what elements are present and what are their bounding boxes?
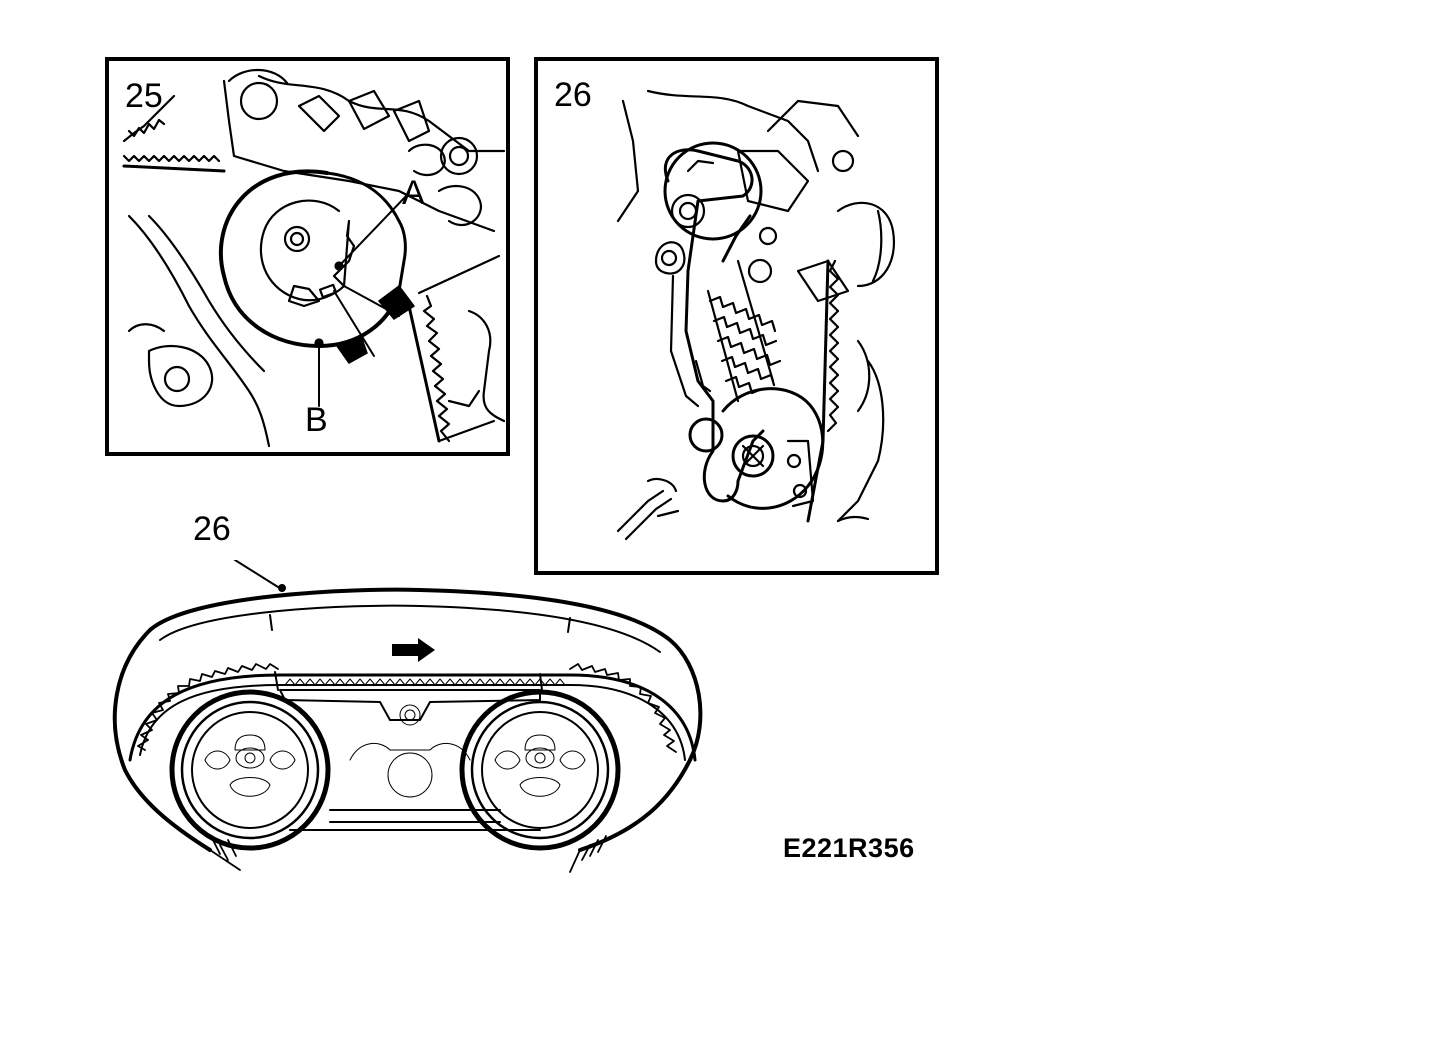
- figure-25-tensioner-detail: 25 A B: [105, 57, 510, 456]
- figure-number-26-bottom: 26: [193, 510, 231, 548]
- figure-26-tensioner-tool: 26: [534, 57, 939, 575]
- tool-illustration: [616, 89, 896, 541]
- rotation-arrow-icon: [392, 638, 435, 662]
- figure-number-26-top: 26: [554, 76, 592, 114]
- tensioner-illustration: [122, 68, 506, 448]
- callout-a: A: [402, 174, 425, 212]
- alignment-arrow-upper: [377, 284, 416, 320]
- figure-number-25: 25: [125, 77, 163, 115]
- figure-26-camshaft-belt: [112, 560, 703, 873]
- alignment-arrow-lower: [335, 335, 368, 364]
- casting-edge: [222, 79, 496, 233]
- drawing-code: E221R356: [783, 833, 915, 863]
- callout-b: B: [305, 401, 328, 439]
